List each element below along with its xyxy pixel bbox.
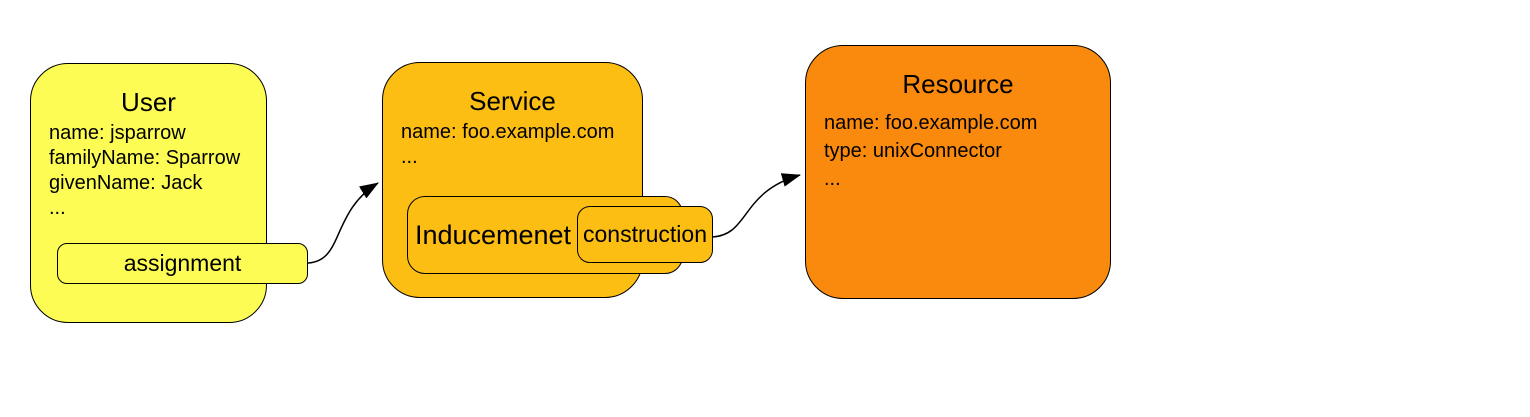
resource-attribute-type: type: unixConnector <box>824 140 1002 162</box>
resource-attribute-name: name: foo.example.com <box>824 112 1038 134</box>
arrow-assignment-to-service <box>307 182 379 264</box>
resource-node-title: Resource <box>902 69 1014 99</box>
user-node: User name: jsparrow familyName: Sparrow … <box>30 63 267 323</box>
assignment-tag: assignment <box>57 243 308 284</box>
user-node-title: User <box>121 87 176 117</box>
inducement-tag-label: Inducemenet <box>414 219 572 250</box>
user-attribute-name: name: jsparrow <box>49 122 186 144</box>
construction-tag: construction <box>577 206 713 263</box>
construction-tag-label: construction <box>582 221 707 247</box>
service-node-title: Service <box>469 86 556 116</box>
service-attribute-name: name: foo.example.com <box>401 121 615 143</box>
resource-attribute-ellipsis: ... <box>824 168 841 190</box>
service-attribute-ellipsis: ... <box>401 146 418 168</box>
resource-attributes: name: foo.example.com type: unixConnecto… <box>806 109 1110 193</box>
user-attribute-givenname: givenName: Jack <box>49 172 203 194</box>
user-attributes: name: jsparrow familyName: Sparrow given… <box>31 121 266 221</box>
user-attribute-ellipsis: ... <box>49 197 66 219</box>
resource-node: Resource name: foo.example.com type: uni… <box>805 45 1111 299</box>
service-attributes: name: foo.example.com ... <box>383 120 642 170</box>
user-attribute-familyname: familyName: Sparrow <box>49 147 241 169</box>
assignment-tag-label: assignment <box>123 250 242 276</box>
arrow-construction-to-resource <box>711 173 801 238</box>
